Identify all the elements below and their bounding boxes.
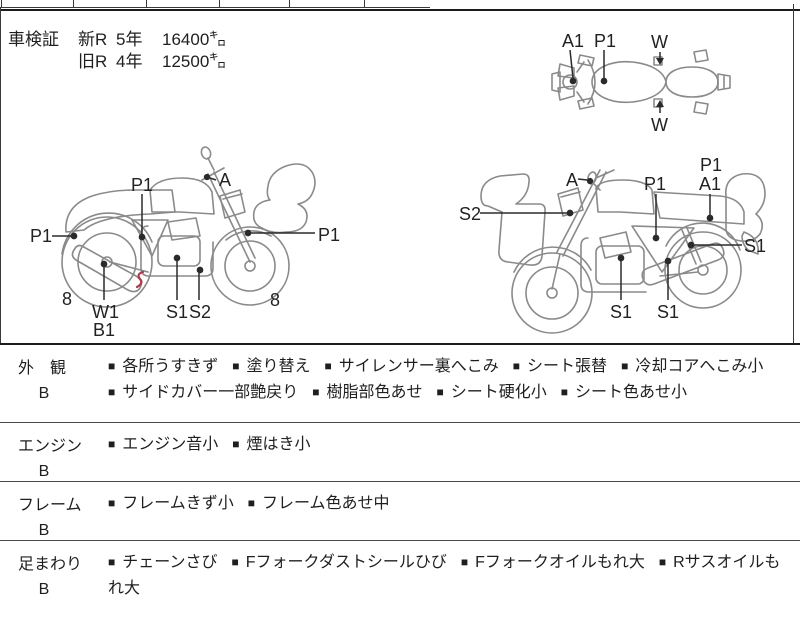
diagram-label-s1: S1 <box>166 302 189 322</box>
defect-item: ■Fフォークダストシールひび <box>231 554 447 571</box>
inspection-sheet: 車検証 新R 5年 16400㌔ 旧R 4年 12500㌔ <box>0 0 800 600</box>
sheet-right-border <box>793 4 794 600</box>
section-grade: B <box>38 463 50 480</box>
shaken-new-year: 5年 <box>116 30 143 49</box>
diagram-label-s2: S2 <box>189 302 212 322</box>
diagram-label-8: 8 <box>62 289 73 309</box>
diagram-label-s1: S1 <box>657 302 680 322</box>
diagram-label-s1: S1 <box>610 302 633 322</box>
defect-item: ■シート色あせ小 <box>560 384 688 401</box>
diagram-label-p1: P1 <box>644 174 667 194</box>
table-divider <box>1 0 2 7</box>
defect-item: ■チェーンさび <box>108 554 218 571</box>
defect-item: ■フレームきず小 <box>108 495 234 512</box>
bullet-square-icon: ■ <box>621 359 629 373</box>
table-divider <box>73 0 74 7</box>
shaken-new-odometer: 16400㌔ <box>162 30 227 49</box>
defect-item: ■Rサスオイルもれ大 <box>108 554 781 597</box>
section-undercarriage: 足まわり B ■チェーンさび ■Fフォークダストシールひび ■Fフォークオイルもれ大… <box>0 540 800 617</box>
section-items: ■各所うすきず ■塗り替え ■サイレンサー裏へこみ ■シート張替 ■冷却コアへこみ小 ■サ… <box>88 345 800 422</box>
table-row-line <box>0 7 430 8</box>
diagram-label-p1: P1 <box>700 155 723 175</box>
bullet-square-icon: ■ <box>312 385 320 399</box>
diagram-label-a1: A1 <box>562 31 585 51</box>
sheet-left-border <box>0 7 1 600</box>
bullet-square-icon: ■ <box>460 555 469 569</box>
shaken-row-old: 旧R 4年 12500㌔ <box>78 51 226 73</box>
section-name: フレーム <box>18 497 82 514</box>
section-grade: B <box>38 581 50 598</box>
table-divider <box>146 0 147 7</box>
defect-item: ■シート硬化小 <box>436 384 547 401</box>
diagram-label-p1: P1 <box>30 226 53 246</box>
condition-table: 外 観 B ■各所うすきず ■塗り替え ■サイレンサー裏へこみ ■シート張替 ■冷却コア… <box>0 343 800 617</box>
bullet-square-icon: ■ <box>658 555 667 569</box>
defect-item: ■シート張替 <box>512 358 608 375</box>
diagram-label-p1: P1 <box>594 31 617 51</box>
defect-item: ■冷却コアへこみ小 <box>621 358 764 375</box>
bullet-square-icon: ■ <box>108 359 116 373</box>
bullet-square-icon: ■ <box>512 359 521 373</box>
table-divider <box>364 0 365 7</box>
diagram-label-b1: B1 <box>93 320 116 340</box>
diagram-label-s2: S2 <box>459 204 482 224</box>
defect-item: ■エンジン音小 <box>108 436 219 453</box>
diagram-label-p1: P1 <box>318 225 341 245</box>
diagram-label-a: A <box>219 170 232 190</box>
bullet-square-icon: ■ <box>232 437 240 451</box>
bullet-square-icon: ■ <box>560 385 569 399</box>
bullet-square-icon: ■ <box>436 385 444 399</box>
shaken-title: 車検証 <box>8 30 59 49</box>
diagram-label-w: W <box>651 115 668 135</box>
defect-item: ■塗り替え <box>232 358 311 375</box>
defect-item: ■Fフォークオイルもれ大 <box>460 554 645 571</box>
diagram-label-8: 8 <box>270 290 281 310</box>
section-frame: フレーム B ■フレームきず小 ■フレーム色あせ中 <box>0 481 800 540</box>
shaken-old-label: 旧R <box>78 52 108 71</box>
defect-item: ■煙はき小 <box>232 436 311 453</box>
diagram-label-a: A <box>566 170 579 190</box>
section-grade: B <box>38 522 50 539</box>
section-engine: エンジン B ■エンジン音小 ■煙はき小 <box>0 422 800 481</box>
diagram-label-s1: S1 <box>744 236 767 256</box>
section-name: 外 観 <box>18 360 67 377</box>
section-grade: B <box>38 385 50 402</box>
defect-item: ■サイレンサー裏へこみ <box>324 358 499 375</box>
diagram-label-w1: W1 <box>92 302 119 322</box>
shaken-row-new: 新R 5年 16400㌔ <box>78 29 226 51</box>
diagram-label-p1: P1 <box>131 175 154 195</box>
bullet-square-icon: ■ <box>108 437 116 451</box>
shaken-header: 車検証 新R 5年 16400㌔ 旧R 4年 12500㌔ <box>8 29 226 73</box>
section-name: エンジン <box>18 438 83 455</box>
defect-item: ■樹脂部色あせ <box>312 384 423 401</box>
shaken-old-year: 4年 <box>116 52 143 71</box>
section-name: 足まわり <box>18 556 83 573</box>
diagram-label-w: W <box>651 32 668 52</box>
sheet-top-border <box>0 9 800 11</box>
bullet-square-icon: ■ <box>247 496 256 510</box>
section-items: ■エンジン音小 ■煙はき小 <box>88 423 800 481</box>
shaken-old-odometer: 12500㌔ <box>162 52 227 71</box>
defect-item: ■フレーム色あせ中 <box>247 495 390 512</box>
bullet-square-icon: ■ <box>231 555 239 569</box>
table-divider <box>219 0 220 7</box>
shaken-new-label: 新R <box>78 30 108 49</box>
bullet-square-icon: ■ <box>108 555 116 569</box>
bullet-square-icon: ■ <box>324 359 332 373</box>
bullet-square-icon: ■ <box>232 359 240 373</box>
defect-item: ■各所うすきず <box>108 358 219 375</box>
bullet-square-icon: ■ <box>108 385 116 399</box>
section-items: ■チェーンさび ■Fフォークダストシールひび ■Fフォークオイルもれ大■Rサスオイル… <box>88 541 800 617</box>
table-divider <box>289 0 290 7</box>
defect-item: ■サイドカバー一部艶戻り <box>108 384 299 401</box>
diagram-label-a1: A1 <box>699 174 722 194</box>
section-exterior: 外 観 B ■各所うすきず ■塗り替え ■サイレンサー裏へこみ ■シート張替 ■冷却コア… <box>0 343 800 422</box>
bullet-square-icon: ■ <box>108 496 116 510</box>
section-items: ■フレームきず小 ■フレーム色あせ中 <box>88 482 800 540</box>
